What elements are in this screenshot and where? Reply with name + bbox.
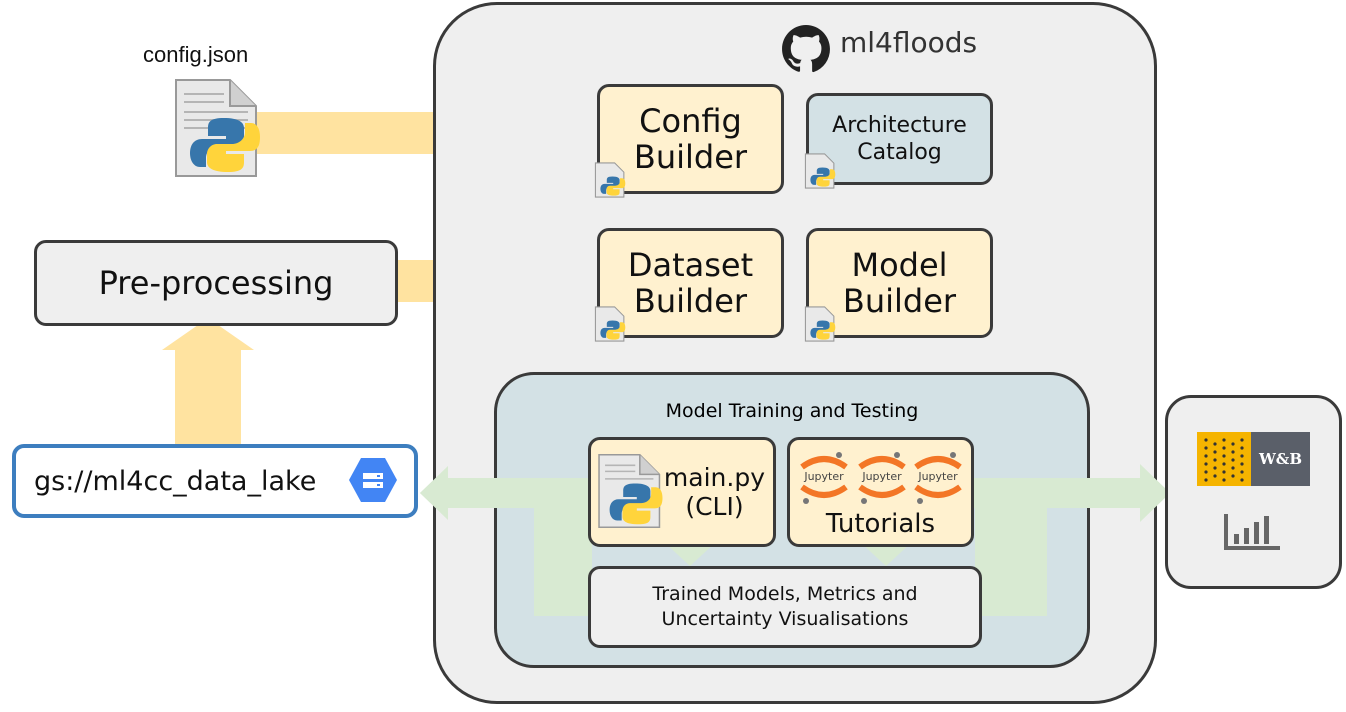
outputs-label: Trained Models, Metrics and Uncertainty … <box>652 583 918 630</box>
data-lake-up-arrow <box>162 318 254 444</box>
repo-title: ml4floods <box>840 26 978 59</box>
wandb-dots <box>1197 432 1251 486</box>
model-builder-label: Model Builder <box>842 246 957 320</box>
jupyter-icon <box>914 452 962 504</box>
python-file-icon <box>175 79 260 177</box>
jupyter-icons: Jupyter Jupyter Jupyter <box>794 447 968 507</box>
tutorials-label: Tutorials <box>825 509 936 539</box>
preprocessing-label: Pre-processing <box>98 264 334 302</box>
wandb-box <box>1165 395 1342 589</box>
github-icon <box>782 25 830 73</box>
data-lake-label: gs://ml4cc_data_lake <box>34 465 317 497</box>
python-file-icon <box>804 306 836 342</box>
jupyter-label: Jupyter <box>862 470 902 483</box>
wandb-logo: W&B <box>1197 432 1310 486</box>
python-file-icon <box>804 153 836 189</box>
wandb-label: W&B <box>1258 450 1303 468</box>
wandb-label-box: W&B <box>1251 432 1310 486</box>
main-py-label: main.py (CLI) <box>663 463 765 521</box>
jupyter-icon <box>858 452 906 504</box>
python-file-icon <box>594 306 626 342</box>
dataset-builder-label: Dataset Builder <box>627 246 754 320</box>
dataset-builder-box: Dataset Builder <box>597 228 784 338</box>
python-file-icon <box>594 162 626 198</box>
jupyter-icon <box>800 452 848 504</box>
jupyter-label: Jupyter <box>918 470 958 483</box>
python-file-icon <box>598 453 663 529</box>
data-lake-box: gs://ml4cc_data_lake <box>12 444 418 518</box>
model-builder-box: Model Builder <box>806 228 993 338</box>
bar-chart-icon <box>1224 514 1280 550</box>
architecture-catalog-label: Architecture Catalog <box>832 113 967 165</box>
config-builder-box: Config Builder <box>597 84 784 194</box>
training-title: Model Training and Testing <box>665 400 919 422</box>
gcs-bucket-icon <box>349 458 397 502</box>
preprocessing-box: Pre-processing <box>34 240 398 326</box>
jupyter-label: Jupyter <box>804 470 844 483</box>
config-file-label: config.json <box>143 42 249 67</box>
architecture-catalog-box: Architecture Catalog <box>806 93 993 185</box>
config-builder-label: Config Builder <box>633 102 748 176</box>
outputs-box: Trained Models, Metrics and Uncertainty … <box>588 566 982 648</box>
